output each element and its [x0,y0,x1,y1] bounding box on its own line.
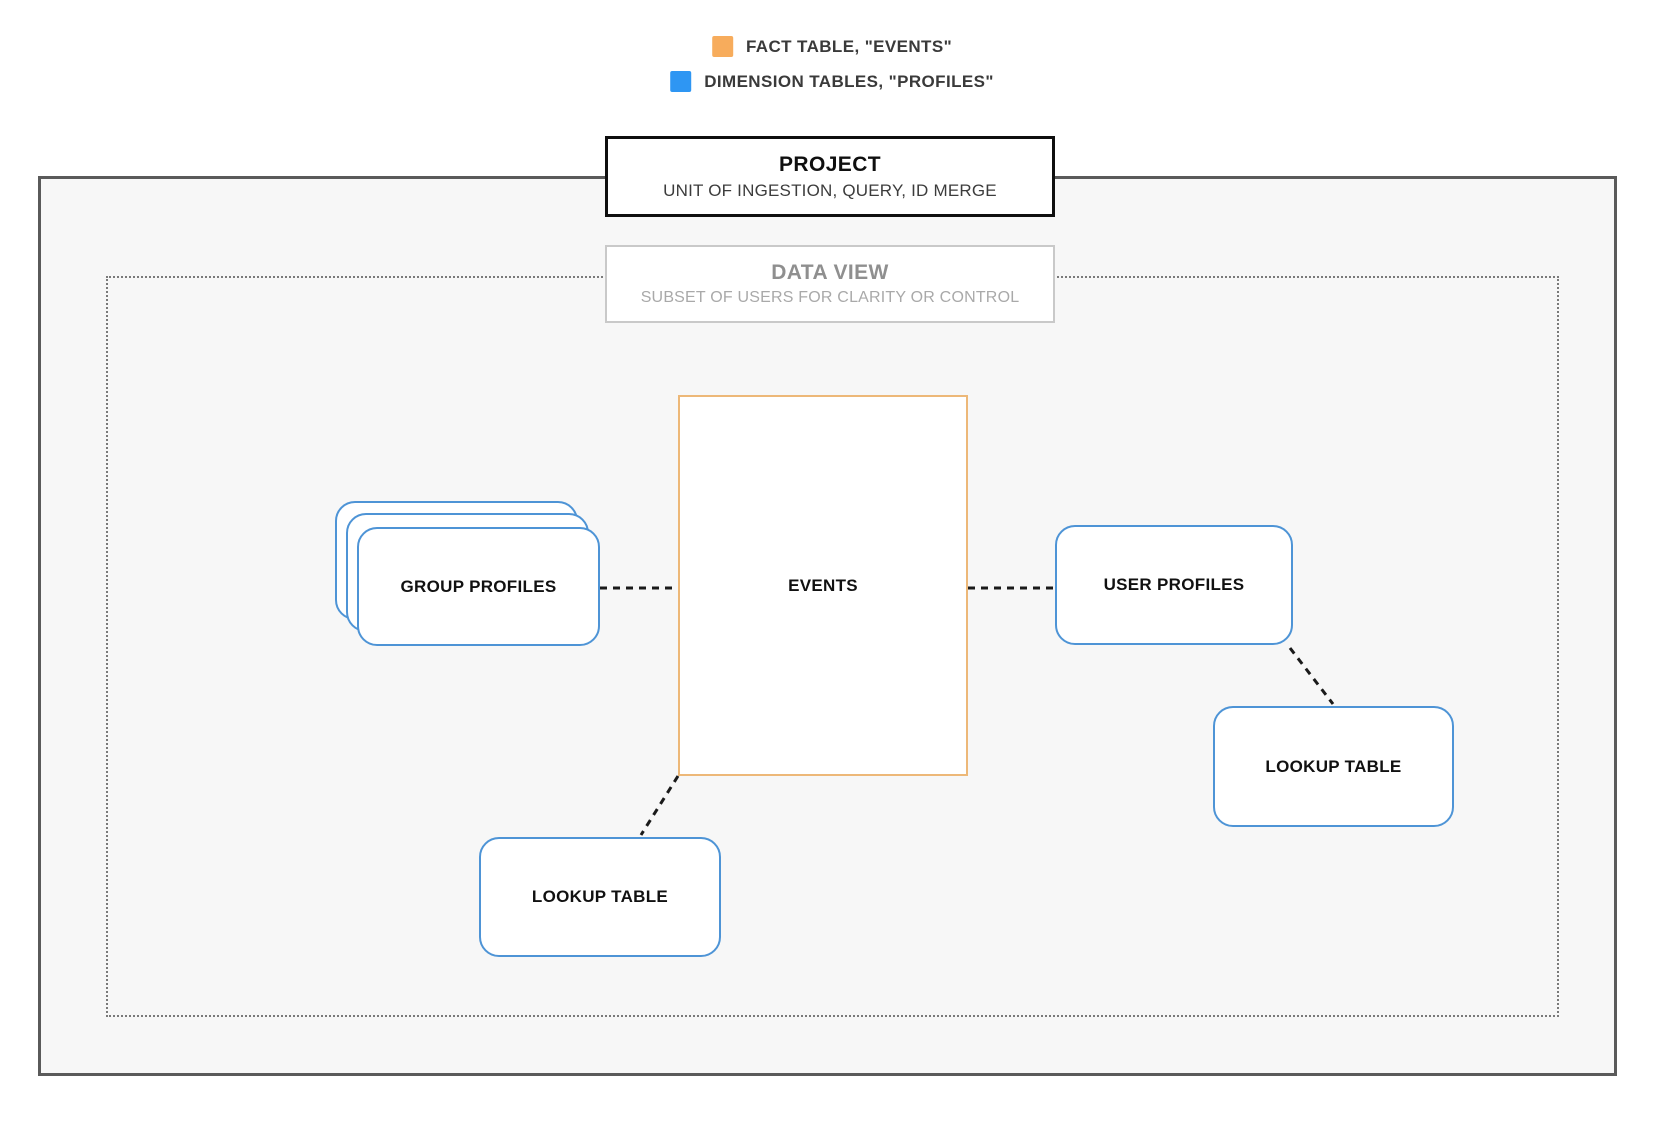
project-subtitle: UNIT OF INGESTION, QUERY, ID MERGE [663,180,997,200]
dimension-tables-swatch-icon [670,71,692,92]
project-title: PROJECT [779,152,881,176]
legend-item-dimension-tables: DIMENSION TABLES, "PROFILES" [670,71,994,92]
node-group-profiles: GROUP PROFILES [335,501,600,646]
legend-item-label: FACT TABLE, "EVENTS" [745,36,953,56]
node-lookup-table-right-label: LOOKUP TABLE [1265,756,1402,776]
node-user-profiles-label: USER PROFILES [1103,575,1245,594]
node-lookup-table-right: LOOKUP TABLE [1213,706,1454,827]
node-events-label: EVENTS [788,575,858,595]
group-profiles-card: GROUP PROFILES [357,527,600,646]
data-view-header-box: DATA VIEW SUBSET OF USERS FOR CLARITY OR… [605,245,1055,323]
node-events: EVENTS [678,395,968,776]
legend-item-fact-table: FACT TABLE, "EVENTS" [711,36,953,57]
node-user-profiles: USER PROFILES [1055,525,1293,645]
node-lookup-table-bottom: LOOKUP TABLE [479,837,721,957]
project-header-box: PROJECT UNIT OF INGESTION, QUERY, ID MER… [605,136,1055,217]
data-view-title: DATA VIEW [771,261,889,284]
data-view-subtitle: SUBSET OF USERS FOR CLARITY OR CONTROL [640,289,1020,306]
legend: FACT TABLE, "EVENTS" DIMENSION TABLES, "… [670,36,994,92]
node-group-profiles-label: GROUP PROFILES [400,576,557,596]
legend-item-label: DIMENSION TABLES, "PROFILES" [704,71,994,91]
fact-table-swatch-icon [711,36,733,57]
node-lookup-table-bottom-label: LOOKUP TABLE [531,887,669,906]
